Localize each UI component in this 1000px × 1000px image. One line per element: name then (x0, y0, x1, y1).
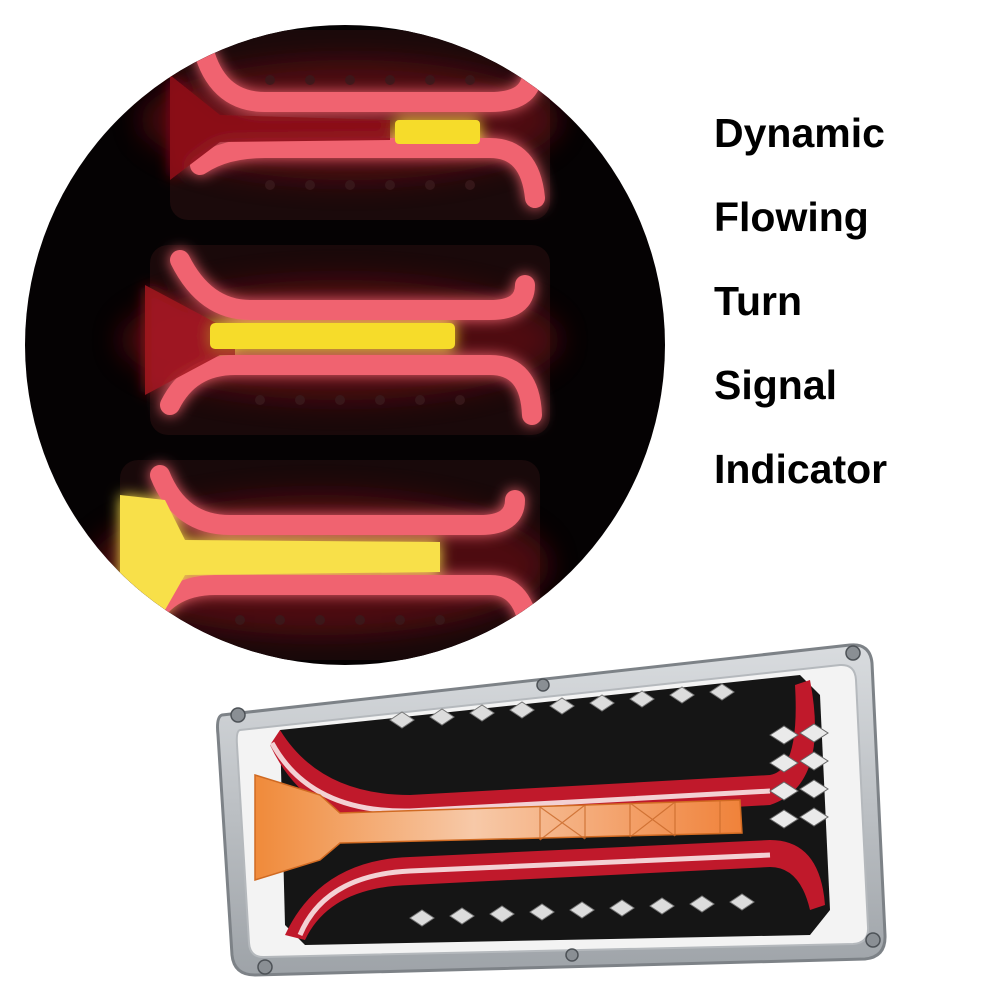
heading-line-2: Flowing (714, 194, 869, 240)
lit-taillight-closeup (25, 25, 665, 665)
heading-line-1: Dynamic (714, 110, 885, 156)
taillight-product-photo (216, 643, 887, 977)
heading-line-3: Turn (714, 278, 803, 324)
heading-line-4: Signal (714, 362, 838, 408)
heading: Dynamic Flowing Turn Signal Indicator (714, 100, 994, 520)
heading-line-5: Indicator (714, 446, 888, 492)
